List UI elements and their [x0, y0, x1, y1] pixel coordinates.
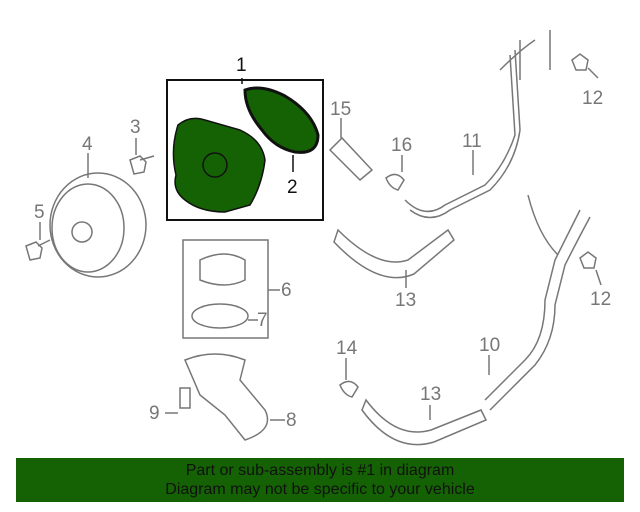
- assembly-box: [166, 79, 324, 221]
- water-pump: [172, 117, 266, 213]
- callout-10: 10: [479, 335, 501, 356]
- callout-7: 7: [257, 310, 268, 331]
- pipe-10: [484, 209, 591, 411]
- callout-14: 14: [336, 338, 358, 359]
- thermostat-box: [182, 239, 269, 339]
- callout-16: 16: [391, 135, 413, 156]
- callout-8: 8: [286, 410, 297, 431]
- callout-11: 11: [462, 131, 482, 152]
- pipe-11: [404, 49, 521, 219]
- hose-15: [328, 136, 374, 182]
- disclaimer-banner: Part or sub-assembly is #1 in diagram Di…: [16, 458, 624, 502]
- gasket: [243, 86, 320, 154]
- callout-9: 9: [149, 403, 160, 424]
- banner-line-2: Diagram may not be specific to your vehi…: [165, 481, 475, 498]
- callout-4: 4: [82, 134, 93, 155]
- callout-5: 5: [34, 202, 45, 223]
- thermostat: [199, 253, 246, 286]
- hose-13: [333, 228, 455, 279]
- callout-12b: 12: [590, 289, 612, 310]
- pulley: [49, 172, 147, 278]
- callout-2: 2: [287, 177, 298, 198]
- callout-15: 15: [330, 99, 352, 120]
- callout-13b: 13: [420, 384, 442, 405]
- callout-12a: 12: [582, 88, 604, 109]
- hose-13b: [361, 398, 488, 446]
- callout-1: 1: [236, 55, 247, 76]
- callout-6: 6: [281, 280, 292, 301]
- o-ring: [191, 303, 249, 329]
- water-outlet: [184, 353, 269, 441]
- banner-line-1: Part or sub-assembly is #1 in diagram: [185, 462, 455, 479]
- callout-13a: 13: [395, 290, 417, 311]
- callout-3: 3: [130, 117, 141, 138]
